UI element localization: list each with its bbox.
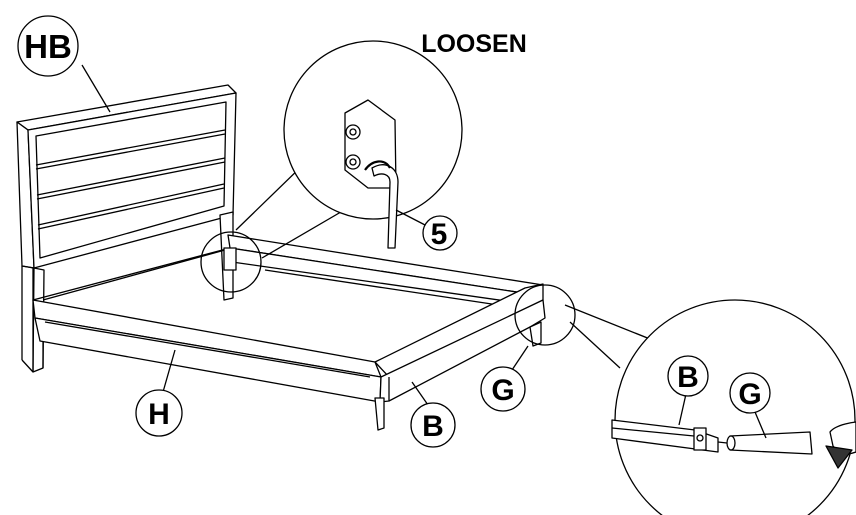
callout-detail-b-label: B xyxy=(677,361,699,394)
callout-b: B xyxy=(410,402,456,448)
callout-5-label: 5 xyxy=(431,218,448,251)
instruction-title: LOOSEN xyxy=(421,30,527,58)
bracket-detail xyxy=(200,40,463,293)
callout-h-label: H xyxy=(148,398,170,431)
bed-frame xyxy=(32,234,546,431)
callout-hb: HB xyxy=(17,15,79,77)
callout-g-label: G xyxy=(491,374,514,407)
callout-hb-label: HB xyxy=(24,28,72,65)
headboard xyxy=(16,84,237,373)
callout-g: G xyxy=(480,366,526,412)
leg-detail xyxy=(514,284,856,515)
callout-detail-b: B xyxy=(667,355,709,397)
callout-detail-g-label: G xyxy=(738,378,761,411)
callout-5: 5 xyxy=(422,215,458,251)
callout-b-label: B xyxy=(422,410,444,443)
callout-detail-g: G xyxy=(729,372,771,414)
callout-h: H xyxy=(135,389,183,437)
callout-leaders xyxy=(81,64,767,439)
